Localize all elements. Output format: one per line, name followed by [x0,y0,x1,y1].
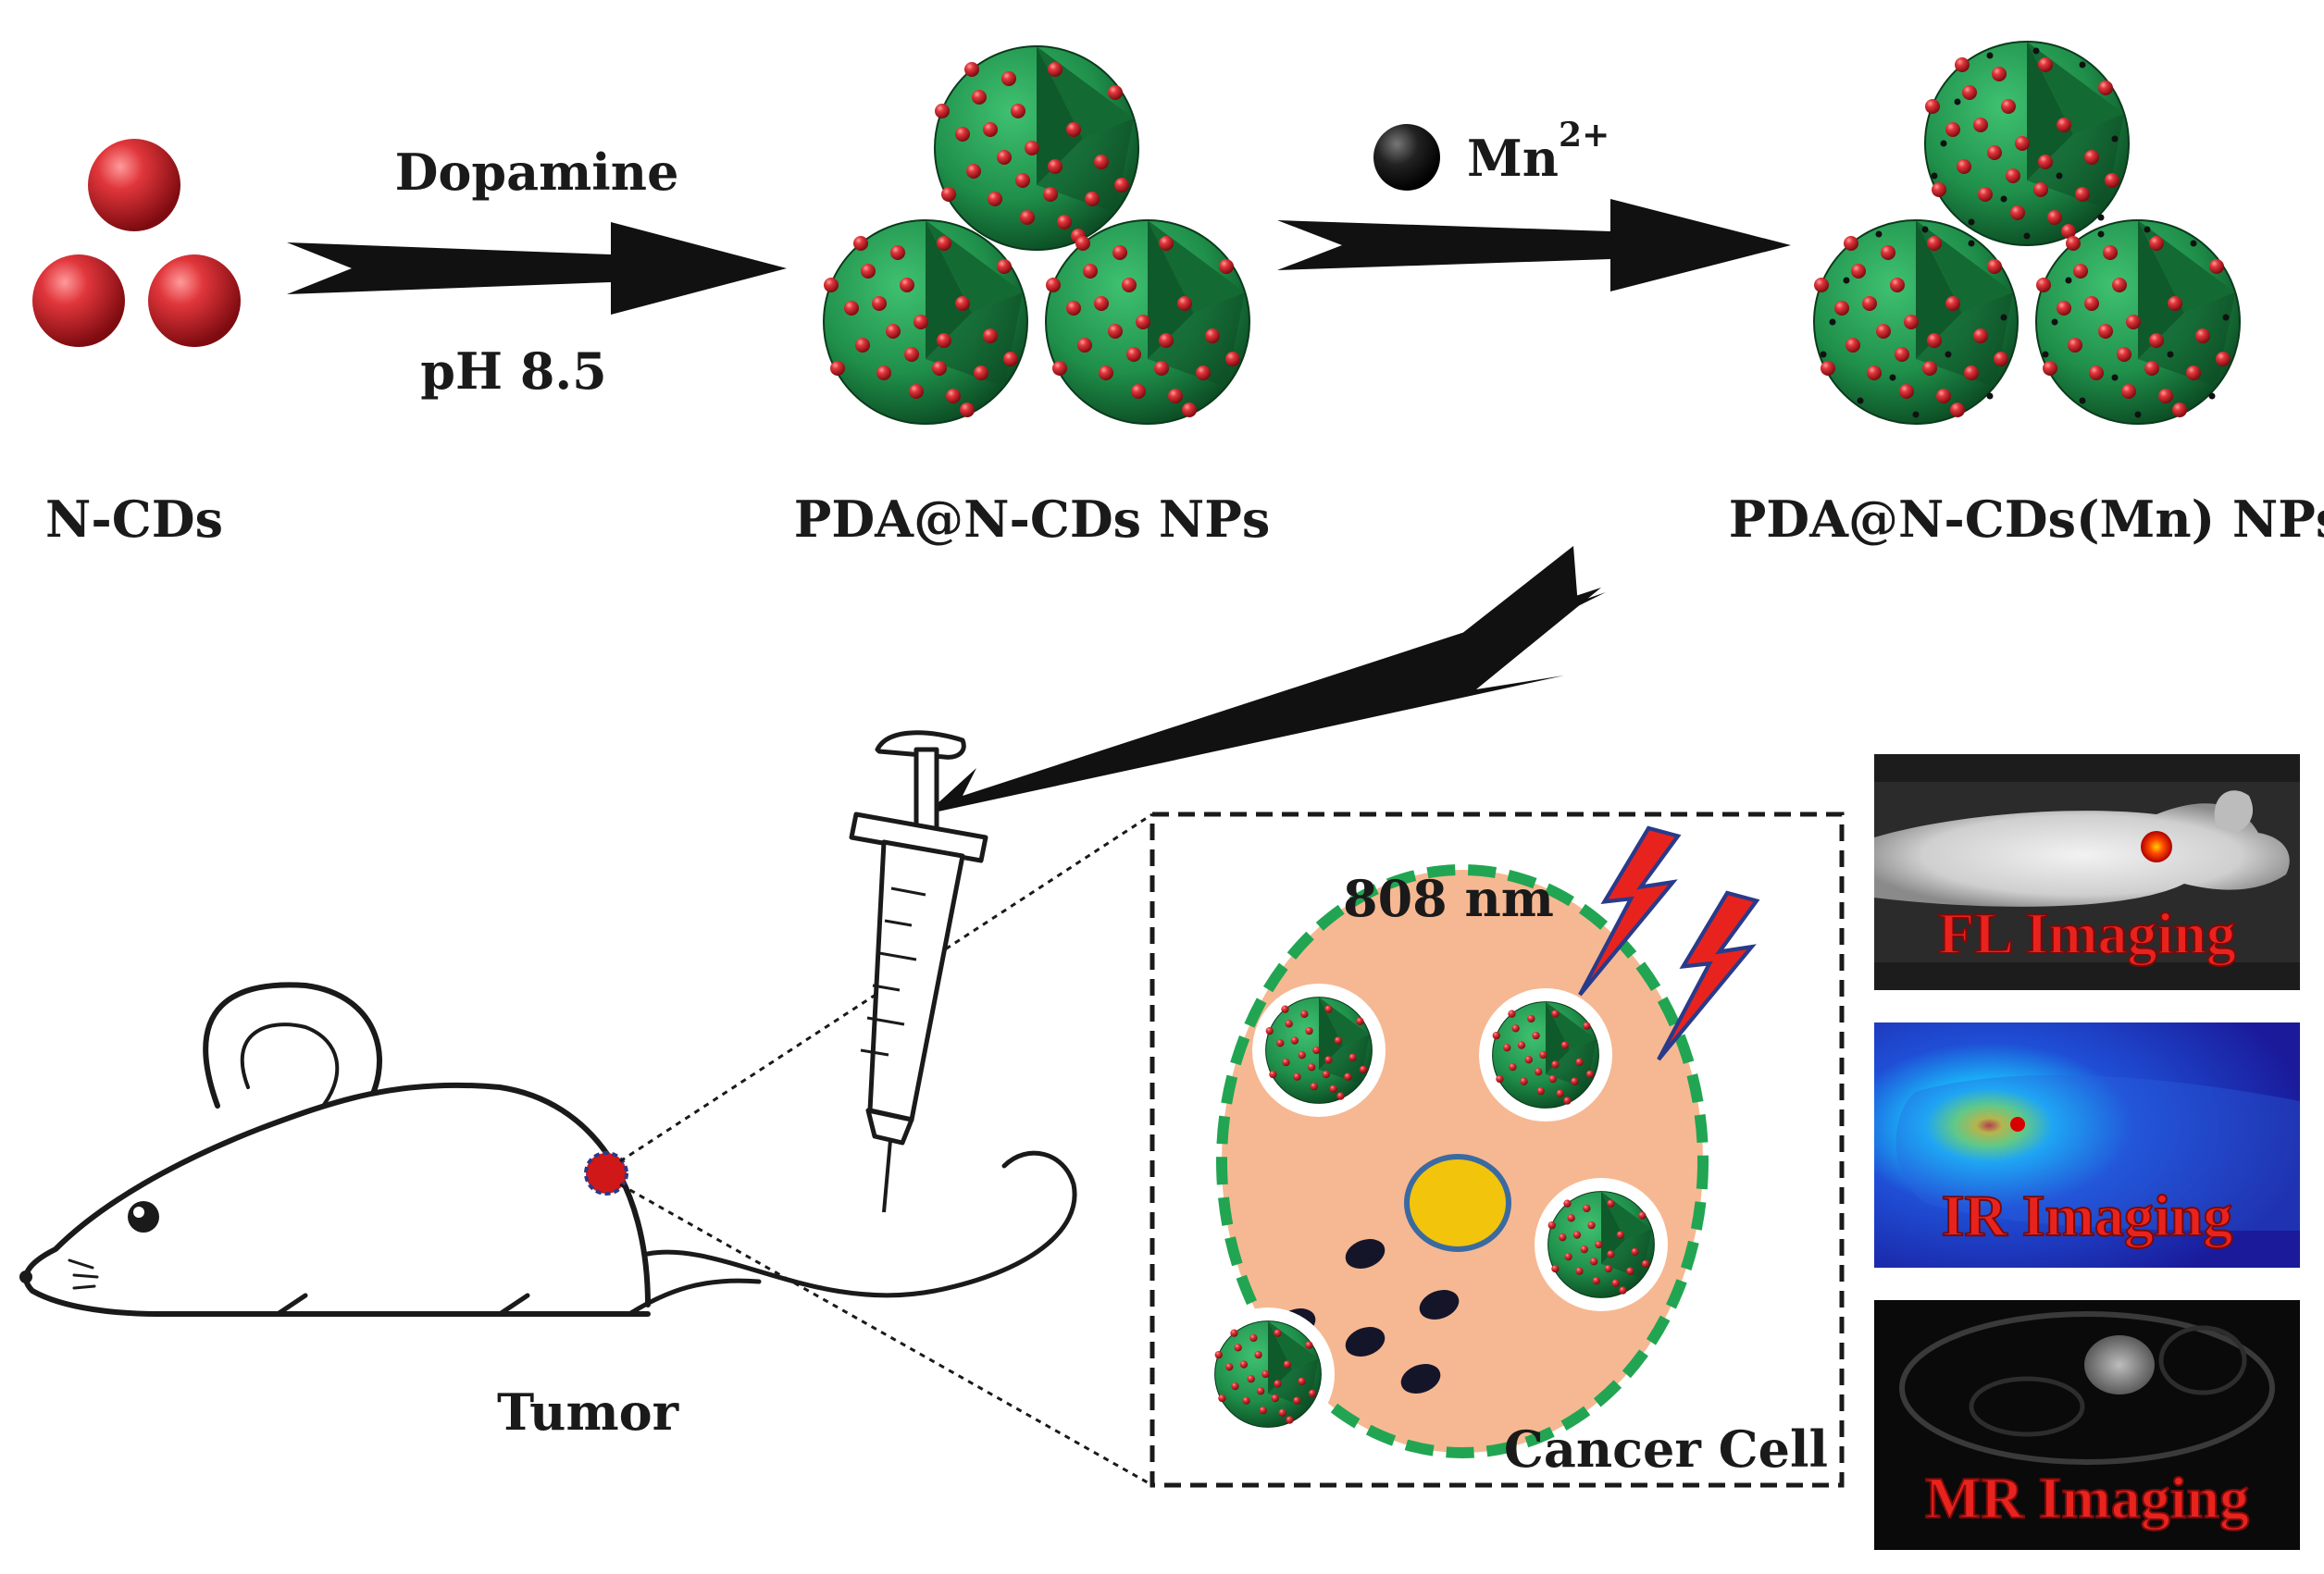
nanoparticle [1214,1320,1322,1428]
cell-nucleus [1404,1154,1511,1252]
pda-ncds-mn-cluster [1814,42,2240,424]
fl-imaging-label: FL Imaging [1938,900,2236,966]
laser-bolt-icon [1659,893,1757,1060]
dopamine-label: Dopamine [395,143,679,202]
ir-imaging-panel: IR Imaging [1874,1022,2300,1268]
n-cds-label: N-CDs [45,490,223,549]
mr-imaging-panel: MR Imaging [1874,1300,2300,1550]
nanoparticle [1547,1191,1655,1298]
mn-label: Mn2+ [1467,116,1609,188]
mn-charge-text: 2+ [1559,116,1609,155]
injection-arrow-tail [1444,546,1606,648]
syringe-icon [849,730,988,1213]
mn-arrow [1277,199,1791,291]
mn-ion-sphere [1373,124,1440,191]
pda-ncds-mn-label: PDA@N-CDs(Mn) NPs [1729,490,2324,549]
nanoparticle [934,45,1139,251]
fl-mouse-silhouette [1874,803,2290,907]
fl-imaging-panel: FL Imaging [1874,754,2300,990]
carbon-dot-sphere [88,139,180,231]
tumor-marker [584,1151,628,1196]
mr-imaging-label: MR Imaging [1925,1465,2249,1531]
injection-arrow [926,588,1601,814]
n-cds-cluster [32,139,241,347]
mouse-illustration [23,982,1077,1317]
carbon-dot-sphere [148,254,241,347]
nanoparticle [1492,1001,1599,1109]
nanoparticle [1045,219,1250,425]
cell-zoom-box [1150,812,1845,1488]
cancer-cell-label: Cancer Cell [1504,1419,1828,1479]
mr-tumor-blob [2084,1335,2155,1394]
mn-base-text: Mn [1467,129,1559,188]
mn-nanoparticle [2036,220,2240,424]
pda-ncds-label: PDA@N-CDs NPs [794,490,1270,549]
ir-imaging-label: IR Imaging [1942,1183,2233,1248]
ph-label: pH 8.5 [420,341,607,401]
fl-signal-spot [2141,831,2172,862]
nanoparticle [1265,997,1373,1104]
cell-nanoparticles [1201,984,1668,1441]
mouse-eye-highlight [133,1207,144,1218]
mn-nanoparticle [1925,42,2129,245]
ir-heat-spot [2010,1117,2025,1132]
mouse-eye [128,1201,159,1233]
wavelength-label: 808 nm [1343,869,1554,928]
zoom-line-bottom [619,1183,1153,1487]
ir-mouse-silhouette [1895,1074,2300,1231]
tumor-label: Tumor [497,1382,679,1442]
carbon-dot-sphere [32,254,125,347]
nanoparticle [823,219,1028,425]
mr-body-outline [1899,1311,2275,1465]
mouse-nose [19,1270,32,1283]
mn-nanoparticle [1814,220,2018,424]
pda-ncds-cluster [823,45,1250,425]
dopamine-arrow [287,222,787,315]
